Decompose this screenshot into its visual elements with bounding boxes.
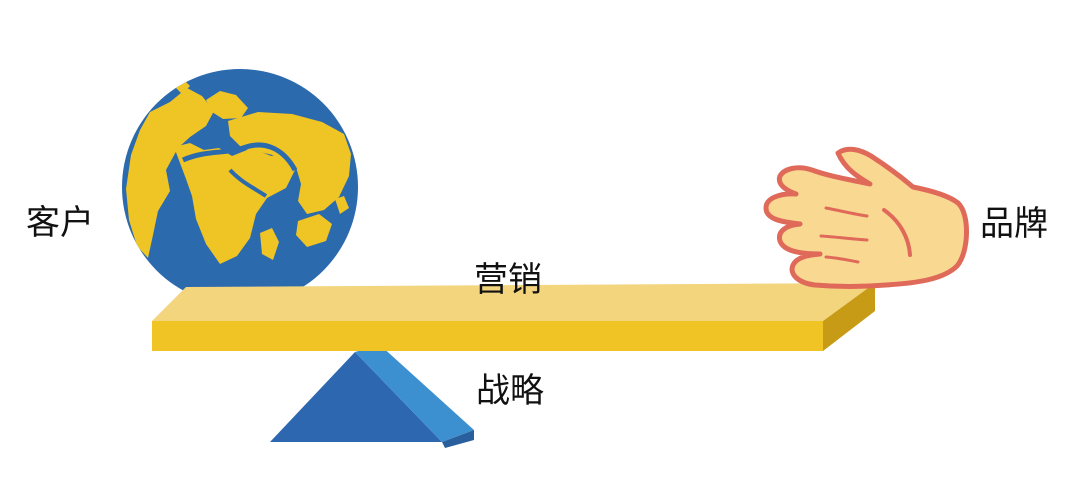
customer-label: 客户 <box>26 203 94 243</box>
globe-icon <box>122 69 358 305</box>
fulcrum-triangle <box>270 345 474 448</box>
open-hand-icon <box>763 146 969 289</box>
marketing-label: 营销 <box>474 260 542 300</box>
seesaw-board <box>152 283 875 351</box>
strategy-label: 战略 <box>476 371 544 411</box>
brand-label: 品牌 <box>980 204 1048 244</box>
